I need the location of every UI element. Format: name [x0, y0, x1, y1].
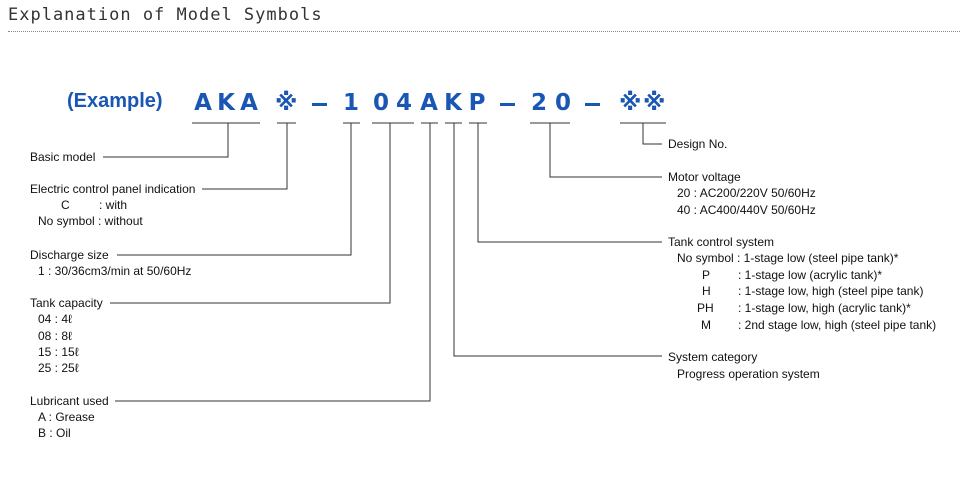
- label-syscat-title: System category: [668, 350, 758, 364]
- connector-lubricant: [115, 123, 431, 402]
- code-char-asterisk1: ※: [275, 90, 298, 116]
- code-char-0b: 0: [554, 90, 571, 116]
- code-char-4: 4: [395, 90, 412, 116]
- code-char-a2: A: [240, 90, 258, 116]
- label-tcs-ph-key: PH: [697, 301, 714, 315]
- label-tank-04: 04 : 4ℓ: [38, 312, 72, 326]
- label-basic-model: Basic model: [30, 150, 96, 164]
- connector-system: [453, 123, 662, 357]
- code-char-a1: A: [194, 90, 212, 116]
- label-ecp-c-key: C: [61, 198, 70, 212]
- code-char-p: P: [468, 90, 486, 116]
- code-char-1: 1: [342, 90, 359, 116]
- connector-design: [642, 123, 662, 145]
- label-lub-b: B : Oil: [38, 426, 71, 440]
- code-dash-2: [500, 103, 515, 106]
- label-discharge-title: Discharge size: [30, 248, 109, 262]
- label-design-no: Design No.: [668, 137, 728, 151]
- label-ecp-ns: No symbol : without: [38, 214, 143, 228]
- connector-discharge: [117, 123, 352, 256]
- label-tcs-p-val: : 1-stage low (acrylic tank)*: [738, 268, 883, 282]
- label-motor-title: Motor voltage: [668, 170, 741, 184]
- code-char-asterisk3: ※: [643, 90, 666, 116]
- code-char-a3: A: [420, 90, 438, 116]
- code-char-k2: K: [444, 90, 462, 116]
- label-lub-a: A : Grease: [38, 410, 95, 424]
- code-dash-1: [312, 103, 327, 106]
- connector-tank: [110, 123, 391, 304]
- label-tcs-ph-val: : 1-stage low, high (acrylic tank)*: [738, 301, 911, 315]
- code-char-2: 2: [530, 90, 547, 116]
- label-tank-25: 25 : 25ℓ: [38, 361, 79, 375]
- code-char-k1: K: [217, 90, 235, 116]
- label-tcs-h-key: H: [702, 284, 711, 298]
- label-ecp-title: Electric control panel indication: [30, 182, 196, 196]
- label-tcs-m-key: M: [701, 318, 711, 332]
- label-tcs-title: Tank control system: [668, 235, 775, 249]
- label-tank-title: Tank capacity: [30, 296, 103, 310]
- code-char-asterisk2: ※: [619, 90, 642, 116]
- code-dash-3: [585, 103, 600, 106]
- title-divider: [8, 31, 960, 32]
- label-tcs-p-key: P: [702, 268, 711, 282]
- label-tcs-ns: No symbol : 1-stage low (steel pipe tank…: [677, 251, 899, 265]
- connector-ecp: [202, 123, 288, 190]
- label-ecp-c-val: : with: [99, 198, 128, 212]
- label-tcs-m-val: : 2nd stage low, high (steel pipe tank): [738, 318, 937, 332]
- example-label: (Example): [67, 90, 163, 112]
- code-char-0: 0: [372, 90, 389, 116]
- label-tcs-h-val: : 1-stage low, high (steel pipe tank): [738, 284, 924, 298]
- connector-tank-control: [477, 123, 662, 243]
- connector-motor: [549, 123, 662, 178]
- label-tank-15: 15 : 15ℓ: [38, 345, 79, 359]
- label-motor-40: 40 : AC400/440V 50/60Hz: [677, 203, 816, 217]
- page-title: Explanation of Model Symbols: [8, 5, 323, 25]
- label-syscat-val: Progress operation system: [677, 367, 820, 381]
- label-lub-title: Lubricant used: [30, 394, 109, 408]
- label-tank-08: 08 : 8ℓ: [38, 329, 72, 343]
- label-motor-20: 20 : AC200/220V 50/60Hz: [677, 186, 816, 200]
- label-discharge-1: 1 : 30/36cm3/min at 50/60Hz: [38, 264, 192, 278]
- connector-basic-model: [103, 123, 229, 158]
